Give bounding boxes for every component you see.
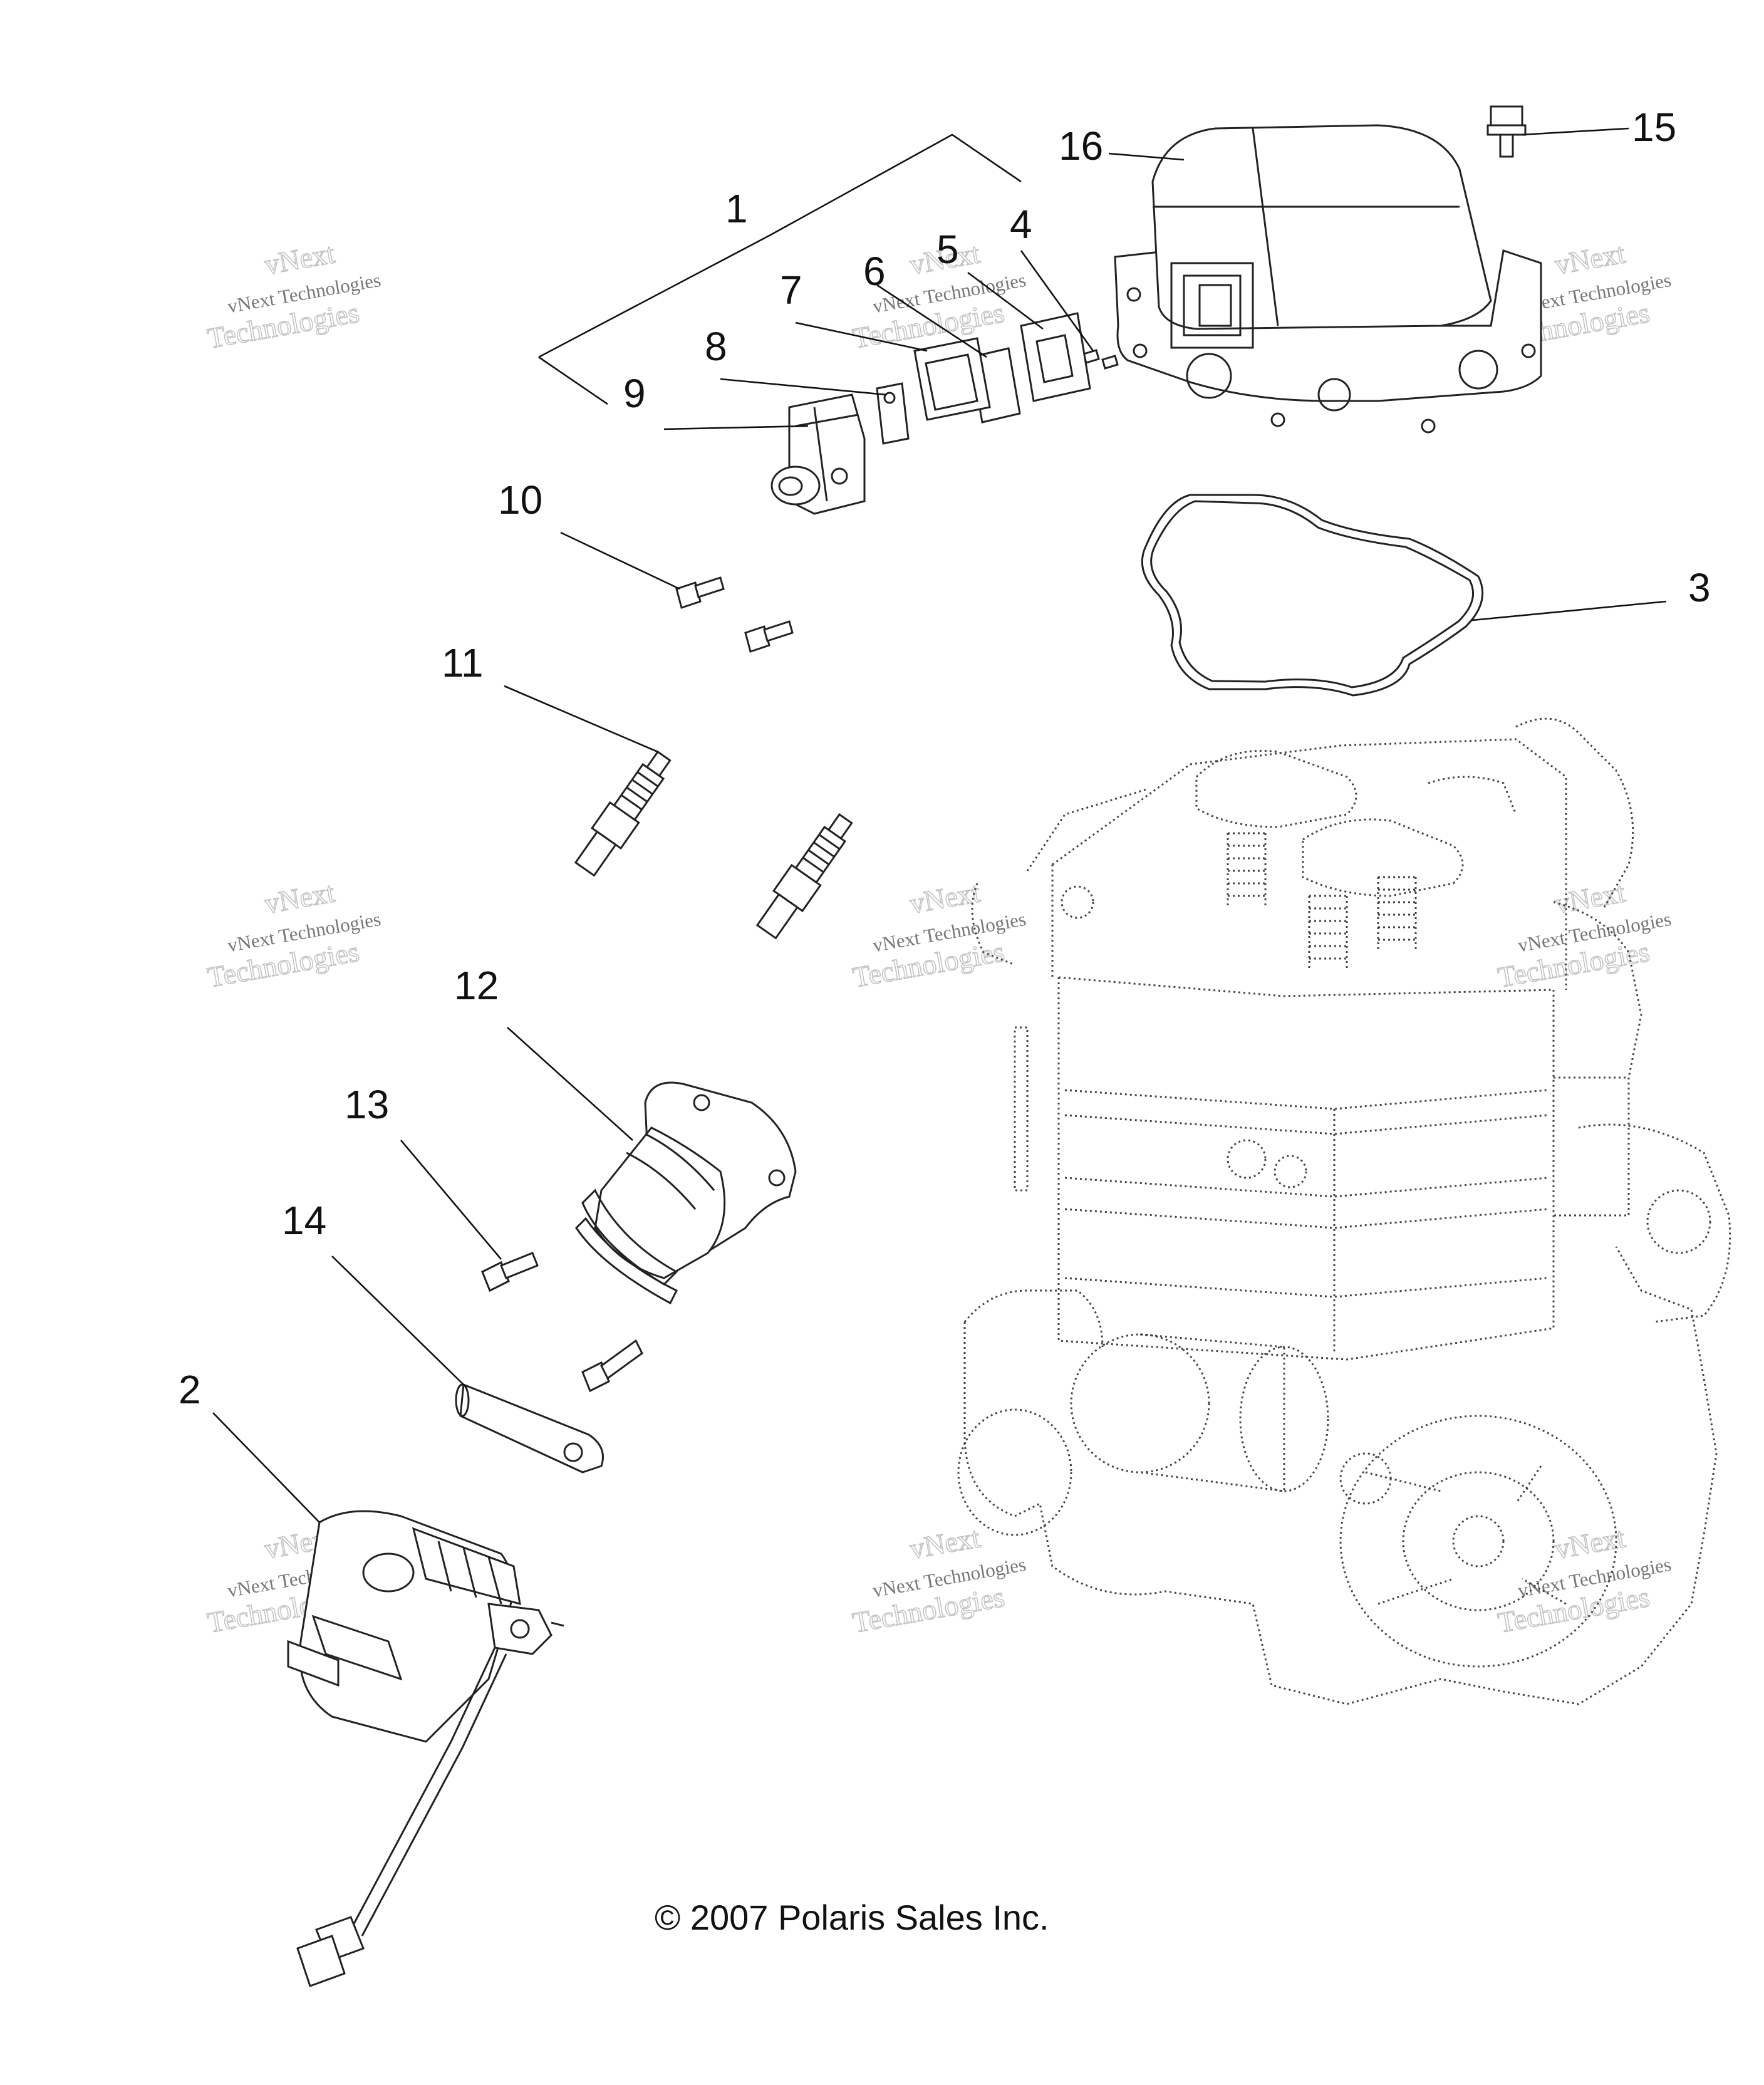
- spark-plugs-part-11: [574, 750, 853, 940]
- valve-springs: [1227, 832, 1417, 971]
- watermark-9: vNext vNext Technologies Technologies: [1495, 1521, 1673, 1639]
- sensor-stack: [770, 312, 1119, 515]
- callout-11: 11: [442, 640, 483, 685]
- intake-boot-part-12: [575, 1081, 797, 1305]
- watermark-1: vNext vNext Technologies Technologies: [205, 236, 383, 355]
- bolts-part-13: [481, 1252, 643, 1393]
- engine-assembly: [957, 717, 1731, 1705]
- callout-10: 10: [498, 477, 542, 523]
- svg-text:vNext: vNext: [1552, 876, 1627, 920]
- callout-7: 7: [780, 268, 802, 313]
- svg-text:vNext: vNext: [262, 237, 337, 281]
- watermark-4: vNext vNext Technologies Technologies: [205, 875, 383, 994]
- tube-part-14: [455, 1383, 604, 1474]
- callout-14: 14: [282, 1198, 326, 1243]
- callout-8: 8: [705, 324, 727, 369]
- callout-16: 16: [1059, 123, 1103, 169]
- callout-1: 1: [725, 186, 748, 231]
- watermarks: vNext vNext Technologies Technologies vN…: [205, 236, 1673, 1639]
- callout-9: 9: [623, 371, 646, 416]
- callout-4: 4: [1010, 202, 1032, 247]
- leader-lines: [212, 127, 1667, 1523]
- bolt-part-15: [1486, 105, 1527, 158]
- callout-3: 3: [1688, 565, 1711, 610]
- copyright-notice: © 2007 Polaris Sales Inc.: [655, 1898, 1049, 1937]
- watermark-5: vNext vNext Technologies Technologies: [850, 875, 1028, 994]
- svg-text:vNext: vNext: [262, 876, 337, 920]
- callout-12: 12: [454, 963, 499, 1008]
- callouts: 1 2 3 4 5 6 7 8 9 10 11 12 13 14 15 16: [179, 105, 1711, 1412]
- callout-6: 6: [863, 249, 886, 294]
- callout-2: 2: [179, 1367, 201, 1412]
- svg-text:vNext: vNext: [1552, 237, 1627, 281]
- callout-13: 13: [345, 1082, 389, 1127]
- bracket-part-8: [876, 382, 910, 445]
- throttle-body-part-2: [287, 1510, 564, 1987]
- callout-15: 15: [1632, 105, 1676, 150]
- svg-text:vNext: vNext: [907, 1521, 982, 1565]
- screws-part-10: [675, 576, 794, 653]
- callout-5: 5: [936, 227, 959, 272]
- watermark-6: vNext vNext Technologies Technologies: [1495, 875, 1673, 994]
- screw-part-4: [1082, 349, 1119, 370]
- plate-part-5: [1020, 312, 1091, 402]
- svg-text:vNext: vNext: [907, 876, 982, 920]
- watermark-8: vNext vNext Technologies Technologies: [850, 1521, 1028, 1639]
- valve-cover-part-16: [1114, 124, 1542, 434]
- gasket-part-3: [1141, 494, 1484, 697]
